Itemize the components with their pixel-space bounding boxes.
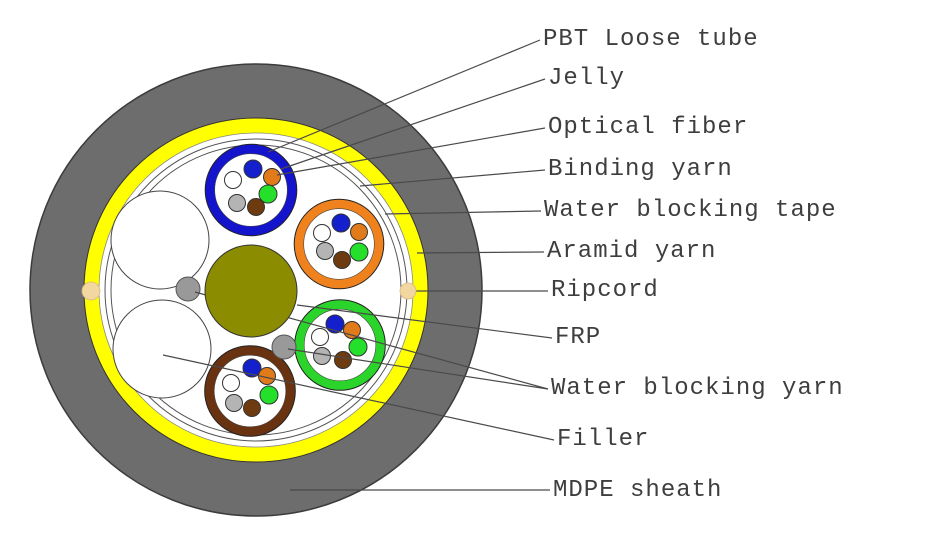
label-frp: FRP bbox=[555, 324, 602, 351]
ripcord-right bbox=[399, 282, 417, 300]
leader-line-aramid-yarn bbox=[416, 251, 545, 254]
loose-tube-orange bbox=[293, 198, 385, 290]
label-ripcord: Ripcord bbox=[551, 277, 659, 304]
leader-line-binding-yarn bbox=[359, 169, 546, 187]
ripcord-left bbox=[81, 281, 101, 301]
tube-outline bbox=[293, 198, 385, 290]
optical-fiber-orange bbox=[350, 223, 368, 241]
label-aramid-yarn: Aramid yarn bbox=[547, 238, 717, 265]
label-optical-fiber: Optical fiber bbox=[548, 114, 749, 141]
leader-line-optical-fiber bbox=[276, 127, 546, 176]
optical-fiber-white bbox=[313, 224, 331, 242]
optical-fiber-brown bbox=[247, 198, 265, 216]
water-blocking-yarn-center bbox=[271, 334, 297, 360]
optical-fiber-gray bbox=[225, 394, 243, 412]
tube-inner-outline bbox=[213, 354, 287, 428]
pbt-tube-wall-green bbox=[294, 299, 386, 391]
optical-fiber-white bbox=[311, 328, 329, 346]
filler-circle-top bbox=[110, 190, 210, 290]
optical-fiber-blue bbox=[325, 314, 345, 334]
optical-fiber-brown bbox=[334, 351, 352, 369]
frp-rod bbox=[204, 244, 298, 338]
optical-fiber-blue bbox=[242, 358, 262, 378]
tube-outline bbox=[204, 345, 296, 437]
tube-inner-outline bbox=[303, 208, 375, 280]
optical-fiber-brown bbox=[333, 251, 351, 269]
tube-inner-outline bbox=[303, 308, 377, 382]
optical-fiber-orange bbox=[343, 321, 361, 339]
optical-fiber-white bbox=[222, 374, 240, 392]
optical-fiber-orange bbox=[263, 168, 281, 186]
loose-tube-brown bbox=[204, 345, 296, 437]
optical-fiber-green bbox=[259, 385, 279, 405]
filler-circle-bottom bbox=[112, 299, 212, 399]
leader-line-jelly bbox=[280, 78, 546, 170]
leader-line-water-blocking-yarn-2 bbox=[287, 348, 549, 390]
label-binding-yarn: Binding yarn bbox=[548, 156, 733, 183]
tube-outline bbox=[204, 143, 298, 237]
label-pbt-loose-tube: PBT Loose tube bbox=[543, 26, 759, 53]
label-filler: Filler bbox=[557, 426, 650, 453]
optical-fiber-gray bbox=[228, 194, 246, 212]
optical-fiber-green bbox=[258, 184, 278, 204]
optical-fiber-white bbox=[224, 171, 242, 189]
optical-fiber-gray bbox=[313, 347, 331, 365]
optical-fiber-green bbox=[348, 337, 368, 357]
leader-line-frp bbox=[296, 304, 553, 339]
loose-tube-blue bbox=[204, 143, 298, 237]
water-blocking-yarn-left bbox=[175, 276, 201, 302]
optical-fiber-blue bbox=[331, 213, 351, 233]
optical-fiber-green bbox=[349, 242, 369, 262]
optical-fiber-brown bbox=[243, 399, 261, 417]
tube-inner-outline bbox=[214, 153, 288, 227]
label-water-blocking-tape: Water blocking tape bbox=[544, 197, 837, 224]
label-jelly: Jelly bbox=[548, 65, 626, 92]
leader-line-water-blocking-tape bbox=[384, 210, 542, 215]
label-water-blocking-yarn: Water blocking yarn bbox=[551, 375, 844, 402]
leader-line-filler bbox=[162, 354, 555, 441]
loose-tube-green bbox=[294, 299, 386, 391]
label-mdpe-sheath: MDPE sheath bbox=[553, 477, 723, 504]
leader-line-pbt-loose-tube bbox=[267, 39, 541, 153]
optical-fiber-blue bbox=[243, 159, 263, 179]
optical-fiber-gray bbox=[316, 242, 334, 260]
